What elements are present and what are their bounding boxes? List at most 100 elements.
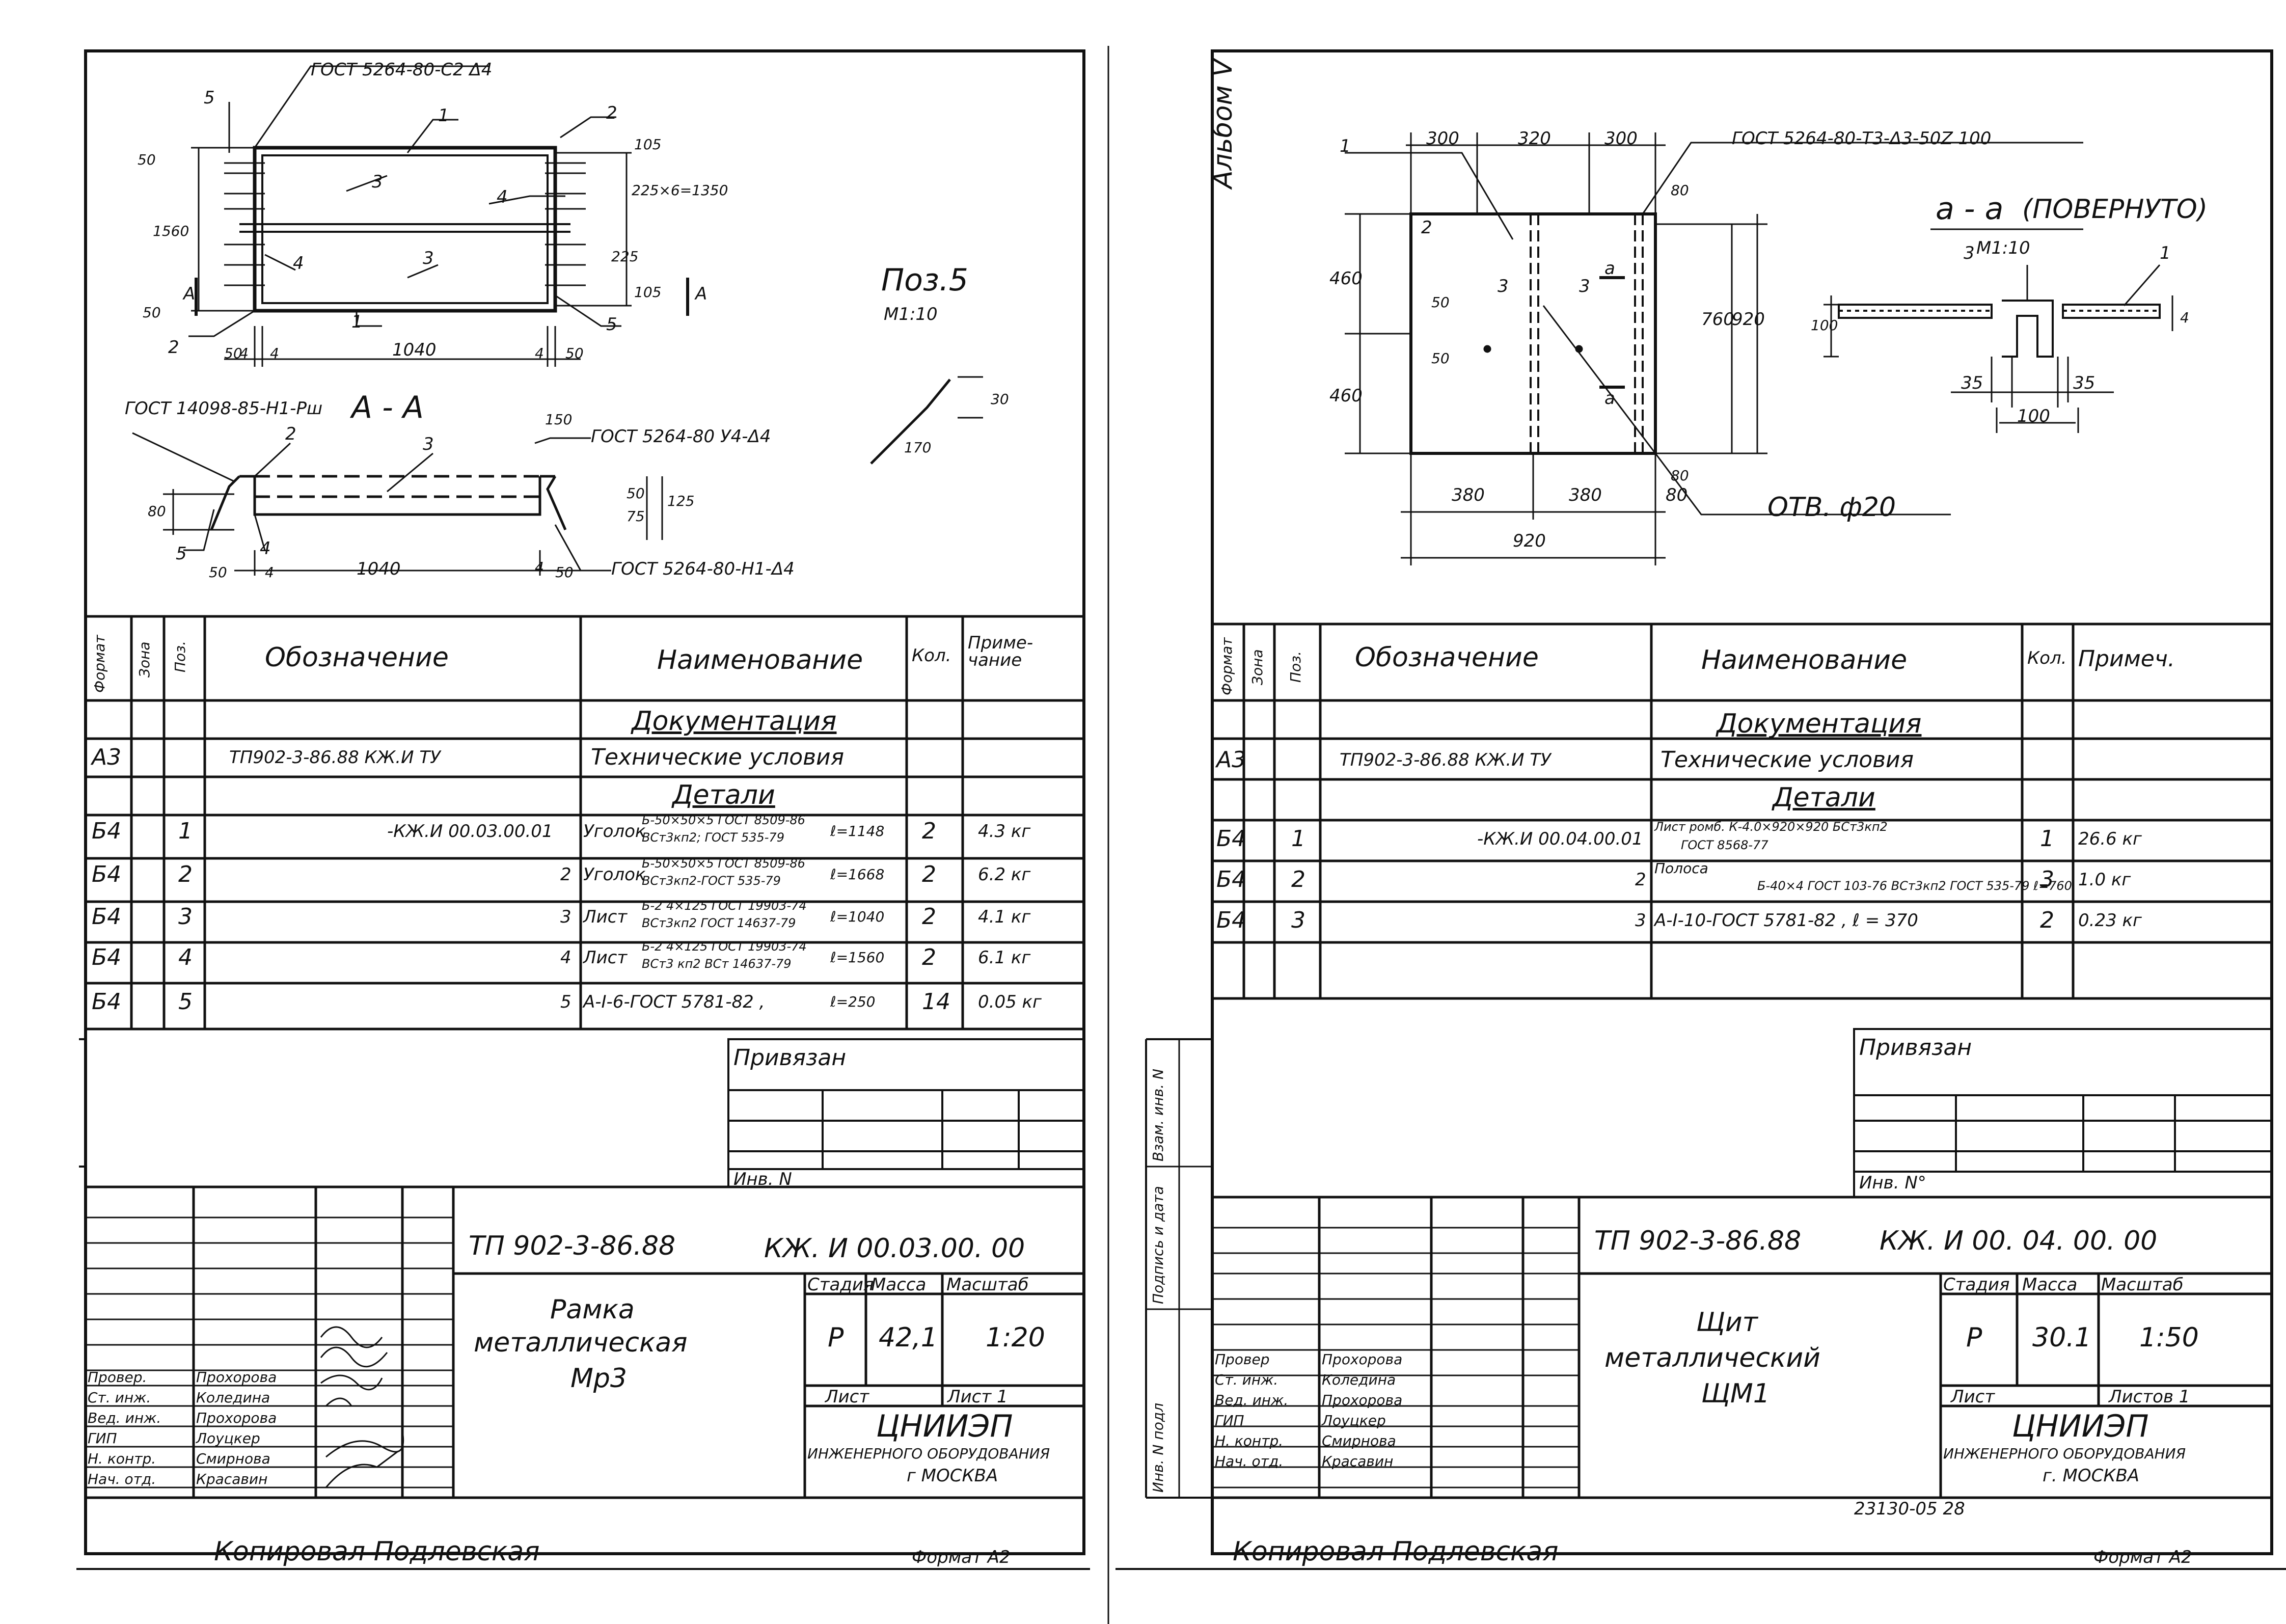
- row-note: 1.0 кг: [2078, 870, 2131, 890]
- dim-label: 125: [667, 493, 695, 509]
- scale-header: Масштаб: [2101, 1275, 2184, 1295]
- copied-by: Копировал Подлевская: [214, 1536, 540, 1567]
- row-name: Лист: [583, 907, 628, 927]
- dim-label: 460: [1329, 386, 1363, 406]
- col-header-zone: Зона: [1249, 649, 1266, 685]
- dim-label: 460: [1329, 268, 1363, 289]
- signer-name: Смирнова: [1322, 1432, 1396, 1449]
- dim-label: 105: [634, 284, 662, 301]
- signer-role: Вед. инж.: [88, 1410, 161, 1426]
- row-spec: Б-2 4×125 ГОСТ 19903-74: [642, 899, 807, 913]
- row-length: ℓ=1560: [830, 949, 885, 966]
- row-pos: 2: [1291, 867, 1305, 892]
- weld-callout-u4: ГОСТ 5264-80 У4-Δ4: [591, 426, 771, 447]
- row-spec: Б-50×50×5 ГОСТ 8509-86: [642, 813, 805, 827]
- row-note: 6.2 кг: [978, 864, 1031, 885]
- pos-label: 1: [438, 105, 449, 126]
- row-name: Лист: [583, 948, 628, 968]
- row-pos: 1: [1291, 826, 1305, 852]
- signer-role: Ст. инж.: [88, 1389, 151, 1406]
- dim-label: 35: [2073, 373, 2096, 393]
- col-header-name: Наименование: [657, 645, 863, 675]
- inv-label: Инв. N°: [1859, 1173, 1926, 1193]
- doc-code-2: КЖ. И 00.03.00. 00: [764, 1233, 1025, 1264]
- dim-label: 75: [627, 508, 645, 525]
- mass-header: Масса: [871, 1275, 927, 1295]
- section-mark: А: [695, 284, 707, 304]
- row-format: Б4: [1216, 867, 1246, 892]
- stage-value: Р: [1966, 1322, 1982, 1353]
- row-format: Б4: [92, 989, 122, 1015]
- scale-header: Масштаб: [946, 1275, 1029, 1295]
- row-format: Б4: [92, 944, 122, 970]
- privyazan-label: Привязан: [1859, 1035, 1972, 1061]
- signer-name: Прохорова: [196, 1410, 277, 1426]
- row-note: 4.3 кг: [978, 821, 1031, 842]
- pos-label: 5: [606, 314, 617, 335]
- signer-name: Лоуцкер: [196, 1430, 260, 1447]
- dim-label: 4: [270, 345, 279, 362]
- row-spec: ГОСТ 8568-77: [1681, 838, 1768, 852]
- pos-label: 3: [423, 434, 434, 454]
- pos-label: 3: [1964, 243, 1975, 263]
- pos-label: 2: [168, 337, 179, 358]
- section-mark: а: [1604, 388, 1615, 409]
- dim-label: 50: [209, 564, 227, 581]
- hole-callout: ОТВ. ф20: [1767, 492, 1896, 523]
- pos-label: 3: [1579, 276, 1590, 296]
- dim-label: 320: [1518, 128, 1551, 149]
- dim-label: 50: [565, 345, 584, 362]
- weld-callout-c2: ГОСТ 5264-80-С2 Δ4: [311, 60, 493, 80]
- row-format: Б4: [1216, 826, 1246, 852]
- row-format: Б4: [92, 861, 122, 887]
- dim-label: 380: [1569, 485, 1602, 505]
- signer-name: Колединa: [196, 1389, 270, 1406]
- row-length: ℓ=1148: [830, 823, 885, 840]
- signer-name: Красавин: [196, 1471, 268, 1487]
- doc-format: А3: [1216, 747, 1246, 773]
- row-spec: ВСт3кп2-ГОСТ 535-79: [642, 874, 781, 888]
- row-qty: 1: [2040, 826, 2054, 852]
- doc-code: ТП 902-3-86.88: [469, 1231, 676, 1261]
- row-pos: 3: [178, 904, 193, 930]
- col-header-designation: Обозначение: [1355, 642, 1539, 673]
- signer-role: Н. контр.: [1215, 1432, 1284, 1449]
- dim-label: 80: [1666, 485, 1688, 505]
- section-documentation: Документация: [632, 706, 837, 737]
- mass-header: Масса: [2022, 1275, 2078, 1295]
- section-parts: Детали: [672, 780, 775, 810]
- sheet-format: Формат А2: [912, 1547, 1011, 1567]
- scale-value: 1:20: [986, 1322, 1045, 1353]
- row-pos: 3: [1291, 907, 1305, 933]
- row-name: А-I-10-ГОСТ 5781-82 , ℓ = 370: [1654, 910, 1918, 931]
- vert-inv-podl: Инв. N подл: [1150, 1402, 1166, 1493]
- dim-label: 300: [1604, 128, 1638, 149]
- row-spec: ВСт3кп2 ГОСТ 14637-79: [642, 916, 796, 930]
- sheet-label: Лист: [825, 1387, 869, 1407]
- dim-label: 50: [555, 564, 574, 581]
- dim-label: 300: [1426, 128, 1459, 149]
- row-qty: 2: [2040, 907, 2054, 933]
- signer-name: Прохорова: [196, 1369, 277, 1386]
- dim-label: 100: [1811, 317, 1838, 334]
- pos-label: 1: [351, 312, 363, 332]
- pos-label: 2: [1421, 218, 1432, 238]
- row-note: 0.23 кг: [2078, 910, 2142, 931]
- drawing-title-3: Мр3: [570, 1363, 627, 1394]
- col-header-note: Приме-чание: [968, 633, 1033, 670]
- row-length: ℓ=1040: [830, 908, 885, 925]
- row-qty: 2: [922, 904, 936, 930]
- doc-code: ТП 902-3-86.88: [1594, 1226, 1802, 1256]
- dim-label: 4: [535, 559, 544, 576]
- pos-label: 2: [285, 424, 296, 444]
- pos-label: 4: [497, 187, 508, 207]
- col-header-designation: Обозначение: [265, 642, 449, 673]
- org-subtitle: ИНЖЕНЕРНОГО ОБОРУДОВАНИЯ: [807, 1445, 1050, 1462]
- section-documentation: Документация: [1717, 709, 1922, 739]
- drawing-title-1: Щит: [1696, 1307, 1758, 1338]
- drawing-title-3: ЩМ1: [1701, 1378, 1770, 1409]
- pos-label: 3: [423, 248, 434, 268]
- row-designation: 4: [560, 948, 572, 968]
- signer-role: Нач. отд.: [1215, 1453, 1284, 1470]
- row-pos: 4: [178, 944, 193, 970]
